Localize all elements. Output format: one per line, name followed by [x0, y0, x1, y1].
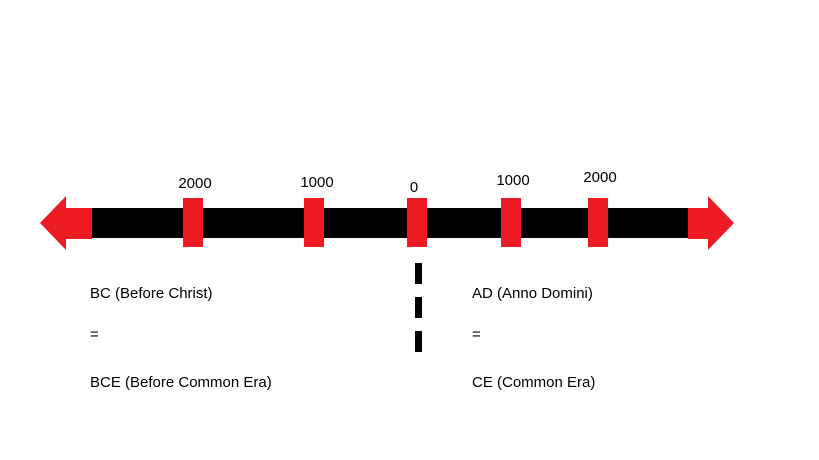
tick-label-2000bc: 2000 [178, 175, 212, 192]
arrow-right-icon [688, 194, 734, 252]
origin-dashed-line [415, 263, 422, 361]
ad-label: AD (Anno Domini) [472, 285, 593, 302]
tick-label-0: 0 [409, 179, 419, 196]
timeline-tick-0 [407, 198, 427, 247]
bce-label: BCE (Before Common Era) [90, 374, 272, 391]
ad-equals-sign: = [472, 326, 481, 343]
timeline-tick-2000bc [183, 198, 203, 247]
arrow-left-icon [40, 194, 92, 252]
bc-label: BC (Before Christ) [90, 285, 213, 302]
timeline-tick-2000ad [588, 198, 608, 247]
bc-equals-sign: = [90, 326, 99, 343]
tick-label-2000ad: 2000 [583, 169, 617, 186]
timeline-tick-1000ad [501, 198, 521, 247]
tick-label-1000bc: 1000 [300, 174, 334, 191]
tick-label-1000ad: 1000 [496, 172, 530, 189]
timeline-tick-1000bc [304, 198, 324, 247]
ce-label: CE (Common Era) [472, 374, 596, 391]
